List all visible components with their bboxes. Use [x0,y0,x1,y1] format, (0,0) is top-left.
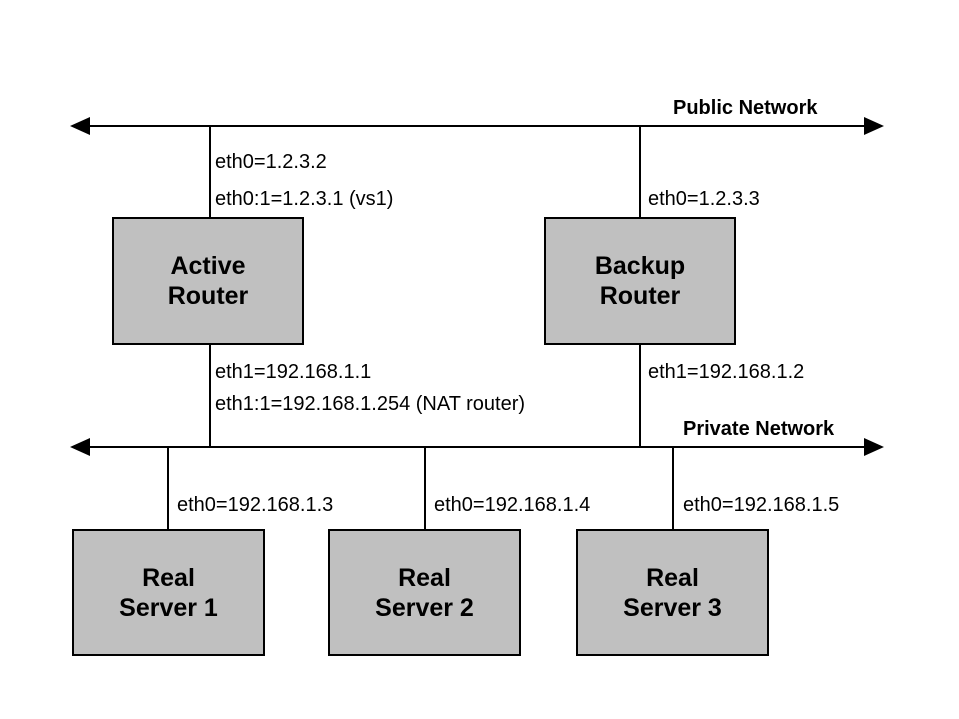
private-bus-right-arrowhead [864,438,884,456]
label-backup-router-eth1: eth1=192.168.1.2 [648,361,805,383]
node-real-server-2-line2: Server 2 [375,593,474,622]
public-bus-left-arrowhead [70,117,90,135]
label-active-router-eth0: eth0=1.2.3.2 [215,151,327,173]
node-active-router[interactable]: Active Router [112,217,304,345]
private-network-bus [70,438,884,456]
node-real-server-3[interactable]: Real Server 3 [576,529,769,656]
node-active-router-line2: Router [167,282,249,310]
node-real-server-3-line2: Server 3 [623,593,722,622]
node-real-server-1[interactable]: Real Server 1 [72,529,265,656]
node-real-server-2-line1: Real [398,563,451,592]
private-bus-left-arrowhead [70,438,90,456]
node-backup-router-line2: Router [599,282,681,310]
private-network-label: Private Network [683,418,835,440]
label-backup-router-eth0: eth0=1.2.3.3 [648,188,760,210]
node-real-server-1-line2: Server 1 [119,593,218,622]
node-active-router-line1: Active [170,252,246,280]
label-active-router-eth1-alias: eth1:1=192.168.1.254 (NAT router) [215,393,526,415]
label-active-router-eth1: eth1=192.168.1.1 [215,361,372,383]
label-real-server-1-eth0: eth0=192.168.1.3 [177,494,334,516]
public-network-bus [70,117,884,135]
node-real-server-2[interactable]: Real Server 2 [328,529,521,656]
node-real-server-1-line1: Real [142,563,195,592]
node-backup-router[interactable]: Backup Router [544,217,736,345]
node-real-server-3-line1: Real [646,563,699,592]
node-backup-router-line1: Backup [594,252,686,280]
public-network-label: Public Network [673,97,818,119]
label-real-server-2-eth0: eth0=192.168.1.4 [434,494,591,516]
label-active-router-eth0-alias: eth0:1=1.2.3.1 (vs1) [215,188,394,210]
label-real-server-3-eth0: eth0=192.168.1.5 [683,494,840,516]
public-bus-right-arrowhead [864,117,884,135]
